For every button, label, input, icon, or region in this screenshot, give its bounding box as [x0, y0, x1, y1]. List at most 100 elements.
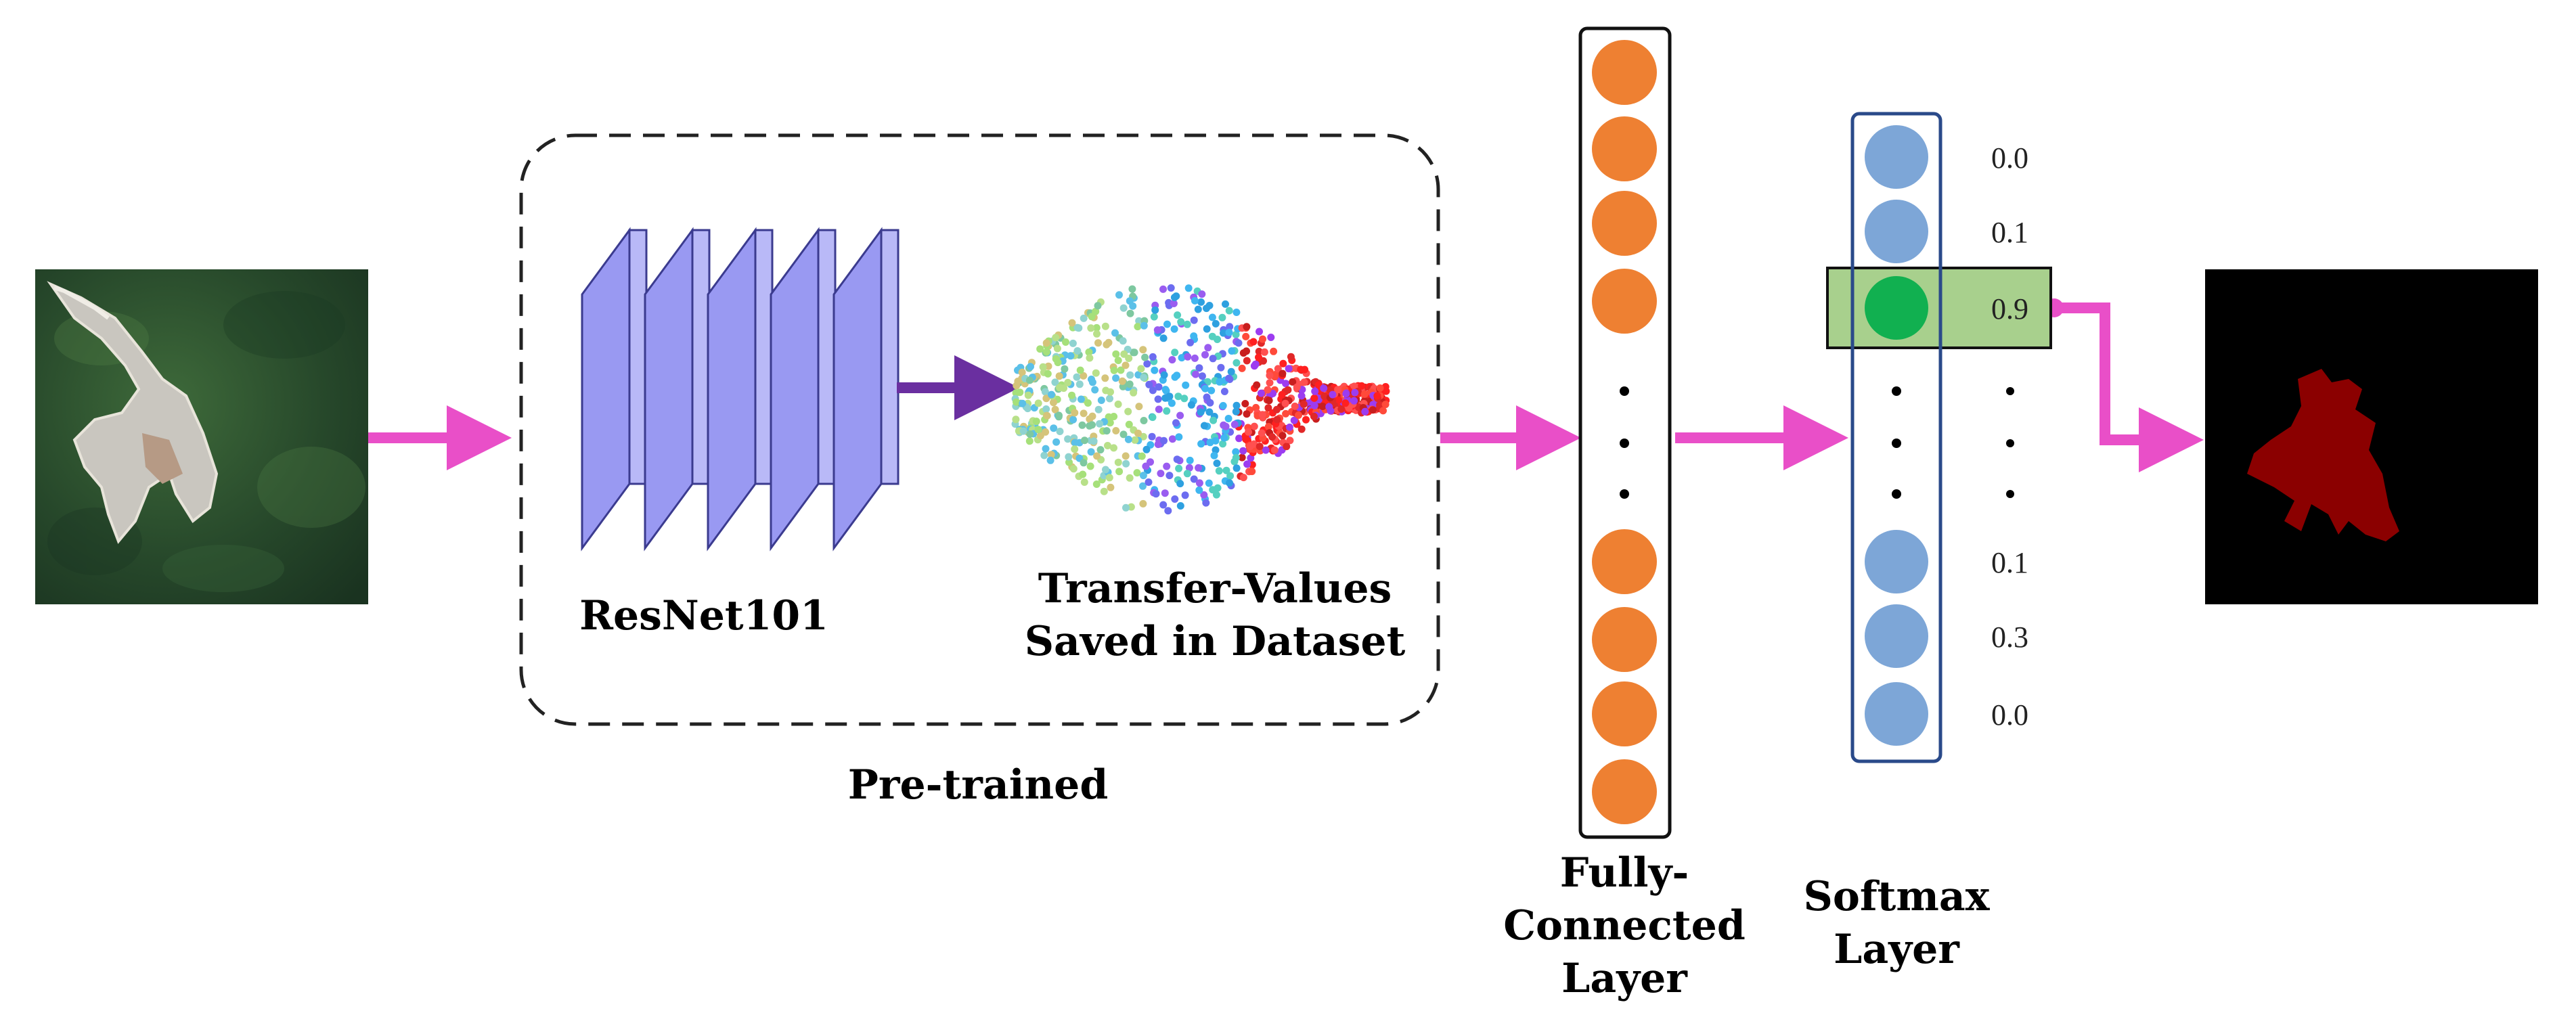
scatter-point — [1297, 392, 1306, 400]
scatter-point — [1150, 313, 1158, 321]
scatter-point — [1145, 380, 1153, 388]
scatter-point — [1266, 379, 1274, 387]
scatter-point — [1171, 373, 1179, 381]
scatter-point — [1064, 435, 1072, 443]
scatter-point — [1080, 459, 1088, 467]
scatter-point — [1250, 422, 1258, 430]
scatter-point — [1279, 359, 1287, 367]
scatter-point — [1373, 392, 1381, 400]
scatter-point — [1019, 427, 1027, 435]
scatter-point — [1239, 447, 1247, 455]
scatter-point — [1152, 490, 1160, 498]
scatter-point — [1081, 436, 1088, 445]
scatter-point — [1325, 403, 1333, 411]
scatter-point — [1243, 347, 1250, 355]
scatter-point — [1278, 390, 1286, 399]
scatter-point — [1300, 400, 1308, 408]
scatter-point — [1088, 378, 1096, 386]
scatter-point — [1086, 354, 1094, 362]
scatter-point — [1176, 480, 1184, 488]
scatter-point — [1130, 349, 1138, 357]
scatter-point — [1149, 386, 1157, 395]
scatter-point — [1255, 347, 1263, 355]
scatter-point — [1151, 306, 1159, 314]
scatter-point — [1243, 357, 1251, 365]
scatter-point — [1107, 483, 1115, 491]
scatter-point — [1190, 475, 1198, 483]
scatter-point — [1068, 319, 1076, 327]
scatter-point — [1053, 344, 1061, 353]
scatter-point — [1103, 340, 1111, 349]
scatter-point — [1195, 479, 1203, 487]
scatter-point — [1198, 290, 1206, 298]
scatter-point — [1145, 478, 1153, 486]
scatter-point — [1253, 381, 1261, 389]
pretrained-dashed-box — [519, 133, 1440, 726]
scatter-point — [1019, 399, 1027, 407]
scatter-point — [1167, 284, 1175, 292]
scatter-point — [1125, 420, 1133, 428]
scatter-point — [1227, 367, 1235, 376]
scatter-point — [1249, 338, 1258, 346]
fc-layer-box — [1578, 26, 1672, 839]
scatter-point — [1126, 474, 1134, 482]
scatter-point — [1120, 350, 1128, 358]
scatter-point — [1122, 459, 1130, 468]
scatter-point — [1149, 413, 1157, 422]
scatter-point — [1279, 369, 1287, 378]
scatter-point — [1243, 323, 1251, 331]
scatter-point — [1018, 368, 1026, 376]
scatter-point — [1268, 433, 1276, 441]
scatter-point — [1106, 419, 1114, 427]
fc-label-line1: Fully- — [1560, 849, 1689, 897]
scatter-point — [1036, 345, 1044, 353]
scatter-point — [1052, 334, 1060, 342]
scatter-point — [1067, 352, 1075, 360]
scatter-point — [1203, 393, 1211, 401]
scatter-point — [1165, 472, 1174, 480]
resnet-blocks — [581, 227, 900, 552]
scatter-point — [1076, 366, 1084, 374]
scatter-point — [1226, 323, 1234, 331]
scatter-point — [1238, 453, 1246, 462]
scatter-point — [1159, 285, 1167, 293]
scatter-point — [1153, 326, 1161, 334]
scatter-point — [1187, 401, 1195, 409]
scatter-point — [1055, 372, 1063, 380]
scatter-point — [1129, 302, 1137, 310]
scatter-point — [1285, 365, 1293, 373]
scatter-point — [1190, 316, 1198, 324]
scatter-point — [1130, 388, 1138, 397]
scatter-point — [1171, 349, 1179, 357]
scatter-point — [1105, 474, 1113, 482]
scatter-point — [1073, 373, 1081, 381]
scatter-point — [1186, 456, 1194, 464]
scatter-point — [1220, 329, 1227, 337]
scatter-point — [1215, 467, 1223, 475]
scatter-point — [1027, 363, 1034, 371]
scatter-point — [1141, 353, 1149, 361]
scatter-point — [1139, 346, 1147, 354]
scatter-point — [1287, 353, 1295, 361]
scatter-point — [1055, 411, 1063, 420]
scatter-point — [1114, 400, 1122, 408]
scatter-point — [1159, 501, 1168, 509]
scatter-point — [1274, 365, 1282, 373]
resnet-block — [770, 227, 837, 552]
fc-neuron — [1592, 40, 1657, 105]
scatter-point — [1097, 397, 1105, 404]
scatter-point — [1163, 407, 1171, 415]
scatter-point — [1091, 386, 1099, 394]
scatter-point — [1207, 386, 1216, 395]
scatter-point — [1297, 425, 1306, 433]
scatter-point — [1139, 499, 1147, 508]
scatter-point — [1142, 445, 1151, 453]
fc-neuron — [1592, 269, 1657, 334]
scatter-point — [1104, 442, 1111, 449]
scatter-point — [1214, 336, 1221, 343]
scatter-point — [1232, 407, 1240, 416]
softmax-neuron-highlighted — [1865, 276, 1928, 340]
scatter-point — [1279, 432, 1287, 440]
scatter-point — [1212, 446, 1220, 454]
resnet-block — [644, 227, 711, 552]
